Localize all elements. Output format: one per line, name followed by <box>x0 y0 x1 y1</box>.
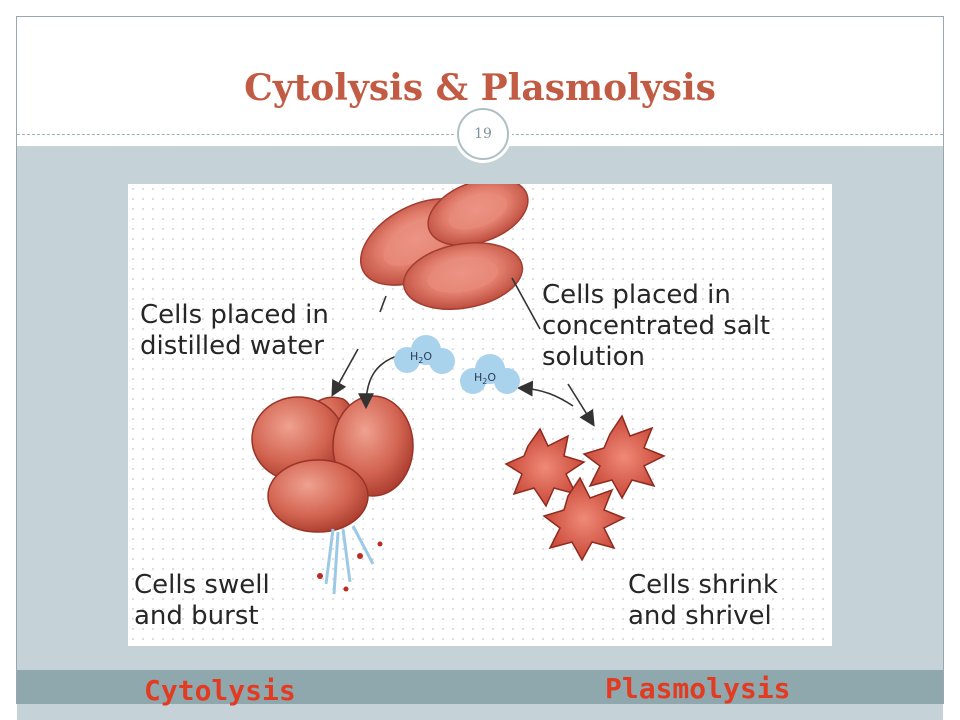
osmosis-figure: H2O H2O Cells placed in distilled water … <box>128 184 832 646</box>
label-shrink-shrivel: Cells shrink and shrivel <box>628 570 778 632</box>
label-salt-solution-line2: concentrated salt <box>542 311 771 341</box>
label-swell-burst-line1: Cells swell <box>134 570 270 600</box>
label-salt-solution-line3: solution <box>542 342 645 372</box>
water-formula-right: H2O <box>474 371 496 386</box>
label-swell-burst-line2: and burst <box>134 601 259 631</box>
label-swell-burst: Cells swell and burst <box>134 570 270 632</box>
label-salt-solution: Cells placed in concentrated salt soluti… <box>542 280 770 373</box>
label-distilled-water: Cells placed in distilled water <box>140 300 329 362</box>
normal-red-blood-cells <box>359 184 529 310</box>
water-molecule-right: H2O <box>460 354 520 394</box>
label-distilled-water-line2: distilled water <box>140 331 324 361</box>
caption-plasmolysis: Plasmolysis <box>605 672 791 705</box>
label-salt-solution-line1: Cells placed in <box>542 280 731 310</box>
caption-cytolysis: Cytolysis <box>144 674 296 707</box>
slide-title: Cytolysis & Plasmolysis <box>244 67 716 109</box>
page-number: 19 <box>474 126 492 142</box>
shrunken-cells <box>504 414 666 562</box>
water-formula-left: H2O <box>410 350 432 365</box>
label-shrink-shrivel-line2: and shrivel <box>628 601 772 631</box>
swollen-cells <box>251 395 414 595</box>
water-molecule-left: H2O <box>394 335 455 374</box>
footer-strip <box>17 704 943 720</box>
label-shrink-shrivel-line1: Cells shrink <box>628 570 778 600</box>
footer-bar <box>17 670 943 704</box>
page-number-badge: 19 <box>457 108 509 160</box>
label-distilled-water-line1: Cells placed in <box>140 300 329 330</box>
cell-illustration: H2O H2O <box>251 184 666 595</box>
